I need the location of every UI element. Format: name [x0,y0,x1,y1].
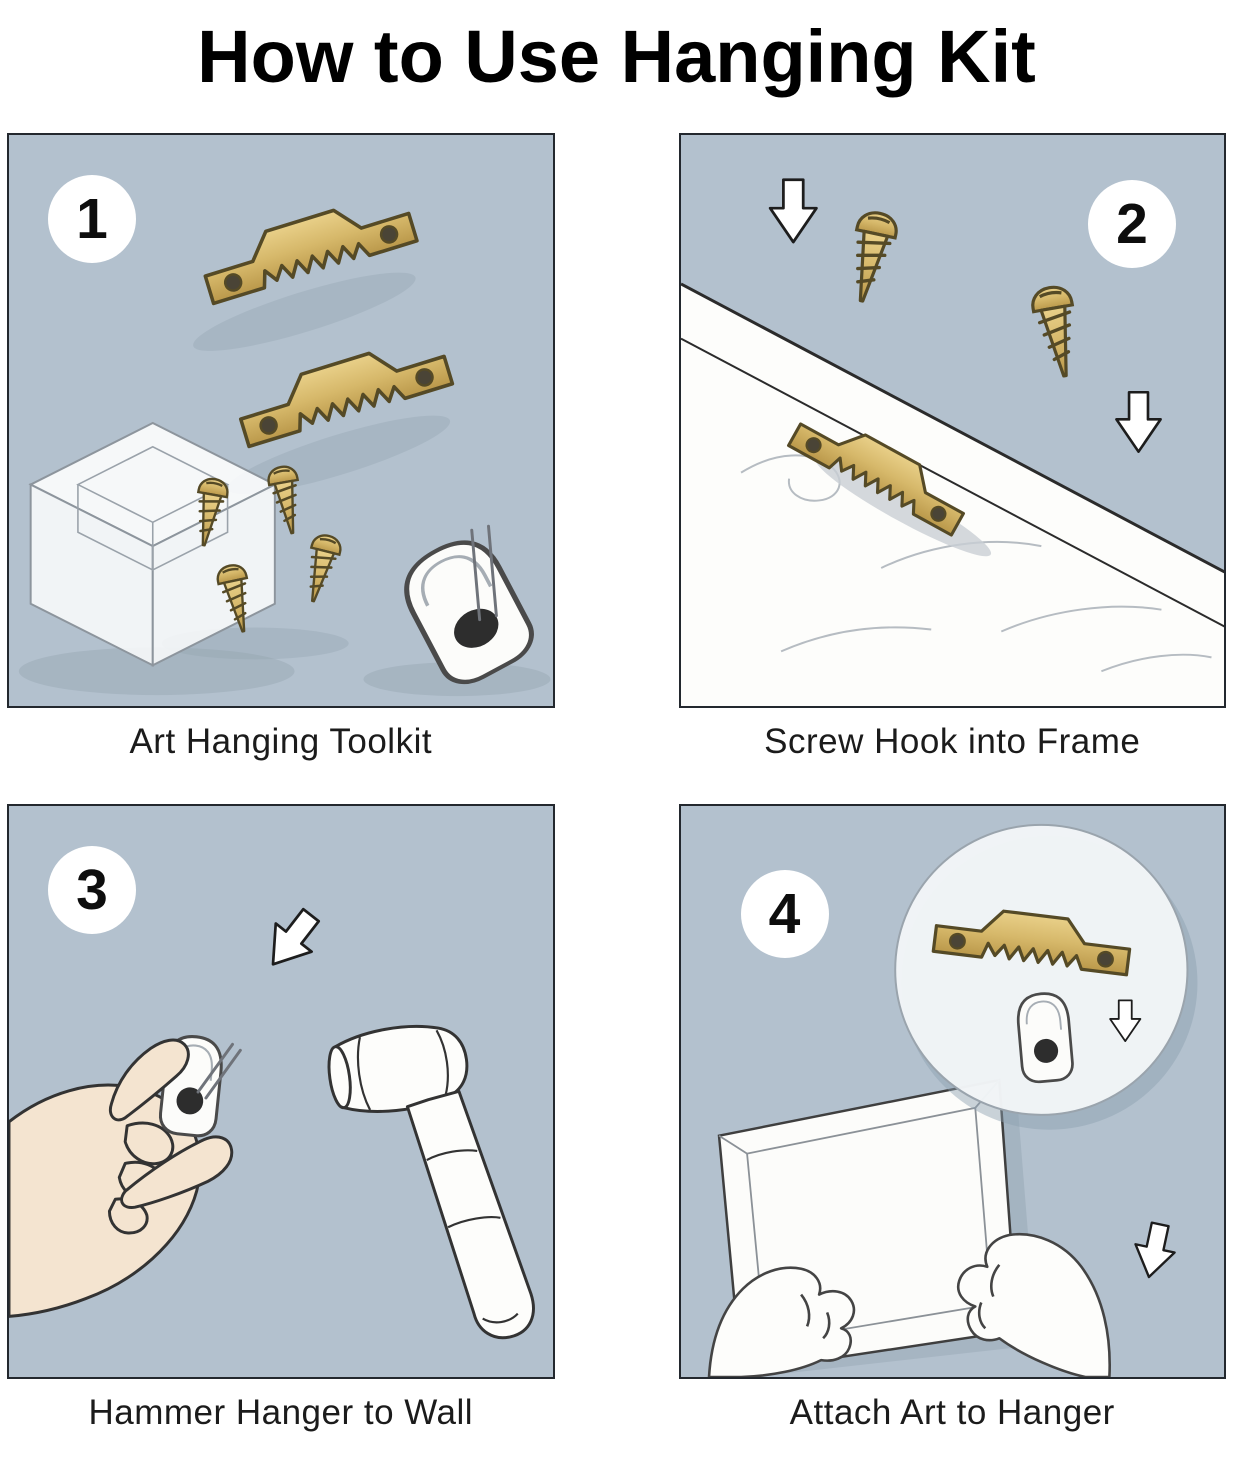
step-4: 4 Attach Art to Hanger [678,804,1226,1433]
screw [840,207,901,307]
step-3-illustration [9,899,535,1340]
shadow [18,647,295,696]
step-1-caption: Art Hanging Toolkit [129,722,433,761]
step-1: 1 Art Hanging Toolkit [7,133,555,762]
wood-grain [740,454,1212,673]
page-title: How to Use Hanging Kit [197,15,1036,98]
screw [1027,282,1086,381]
step-4-caption: Attach Art to Hanger [789,1393,1115,1432]
step-number-badge: 1 [48,175,136,263]
screw [297,531,345,606]
step-2-caption: Screw Hook into Frame [764,722,1141,761]
wall-hook [1014,990,1075,1085]
step-3-caption: Hammer Hanger to Wall [88,1393,474,1432]
shadow [193,272,416,351]
hook-pins [470,524,498,622]
down-arrow-icon [1114,390,1162,453]
shadow [740,1330,1027,1377]
page-header: How to Use Hanging Kit [0,14,1233,99]
hook-pins [196,1042,242,1100]
step-2-illustration [680,178,1224,706]
step-4-illustration [707,823,1197,1377]
step-4-panel: 4 [678,804,1226,1379]
down-arrow-icon [1127,1219,1181,1283]
step-1-illustration [18,187,551,697]
step-number-badge: 3 [48,846,136,934]
hammer-illustration [327,1024,535,1340]
step-2-panel: 2 [678,133,1226,708]
step-3: 3 Hammer Hanger to Wall [7,804,555,1433]
step-3-panel: 3 [7,804,555,1379]
hand-fingers [108,1038,234,1209]
step-number-badge: 2 [1088,180,1176,268]
down-arrow-icon [768,178,818,244]
step-2: 2 Screw Hook into Frame [678,133,1226,762]
magnifier-circle [893,823,1188,1116]
step-number: 2 [1116,191,1148,256]
steps-grid: 1 Art Hanging Toolkit [0,133,1233,1433]
step-number-badge: 4 [740,870,829,958]
step-number: 4 [768,881,801,946]
hand-illustration [956,1232,1111,1377]
picture-frame-board [680,282,1224,706]
down-arrow-icon [253,899,331,980]
hand-illustration [707,1266,855,1377]
step-1-panel: 1 [7,133,555,708]
step-number: 1 [76,186,108,251]
step-number: 3 [76,857,108,922]
